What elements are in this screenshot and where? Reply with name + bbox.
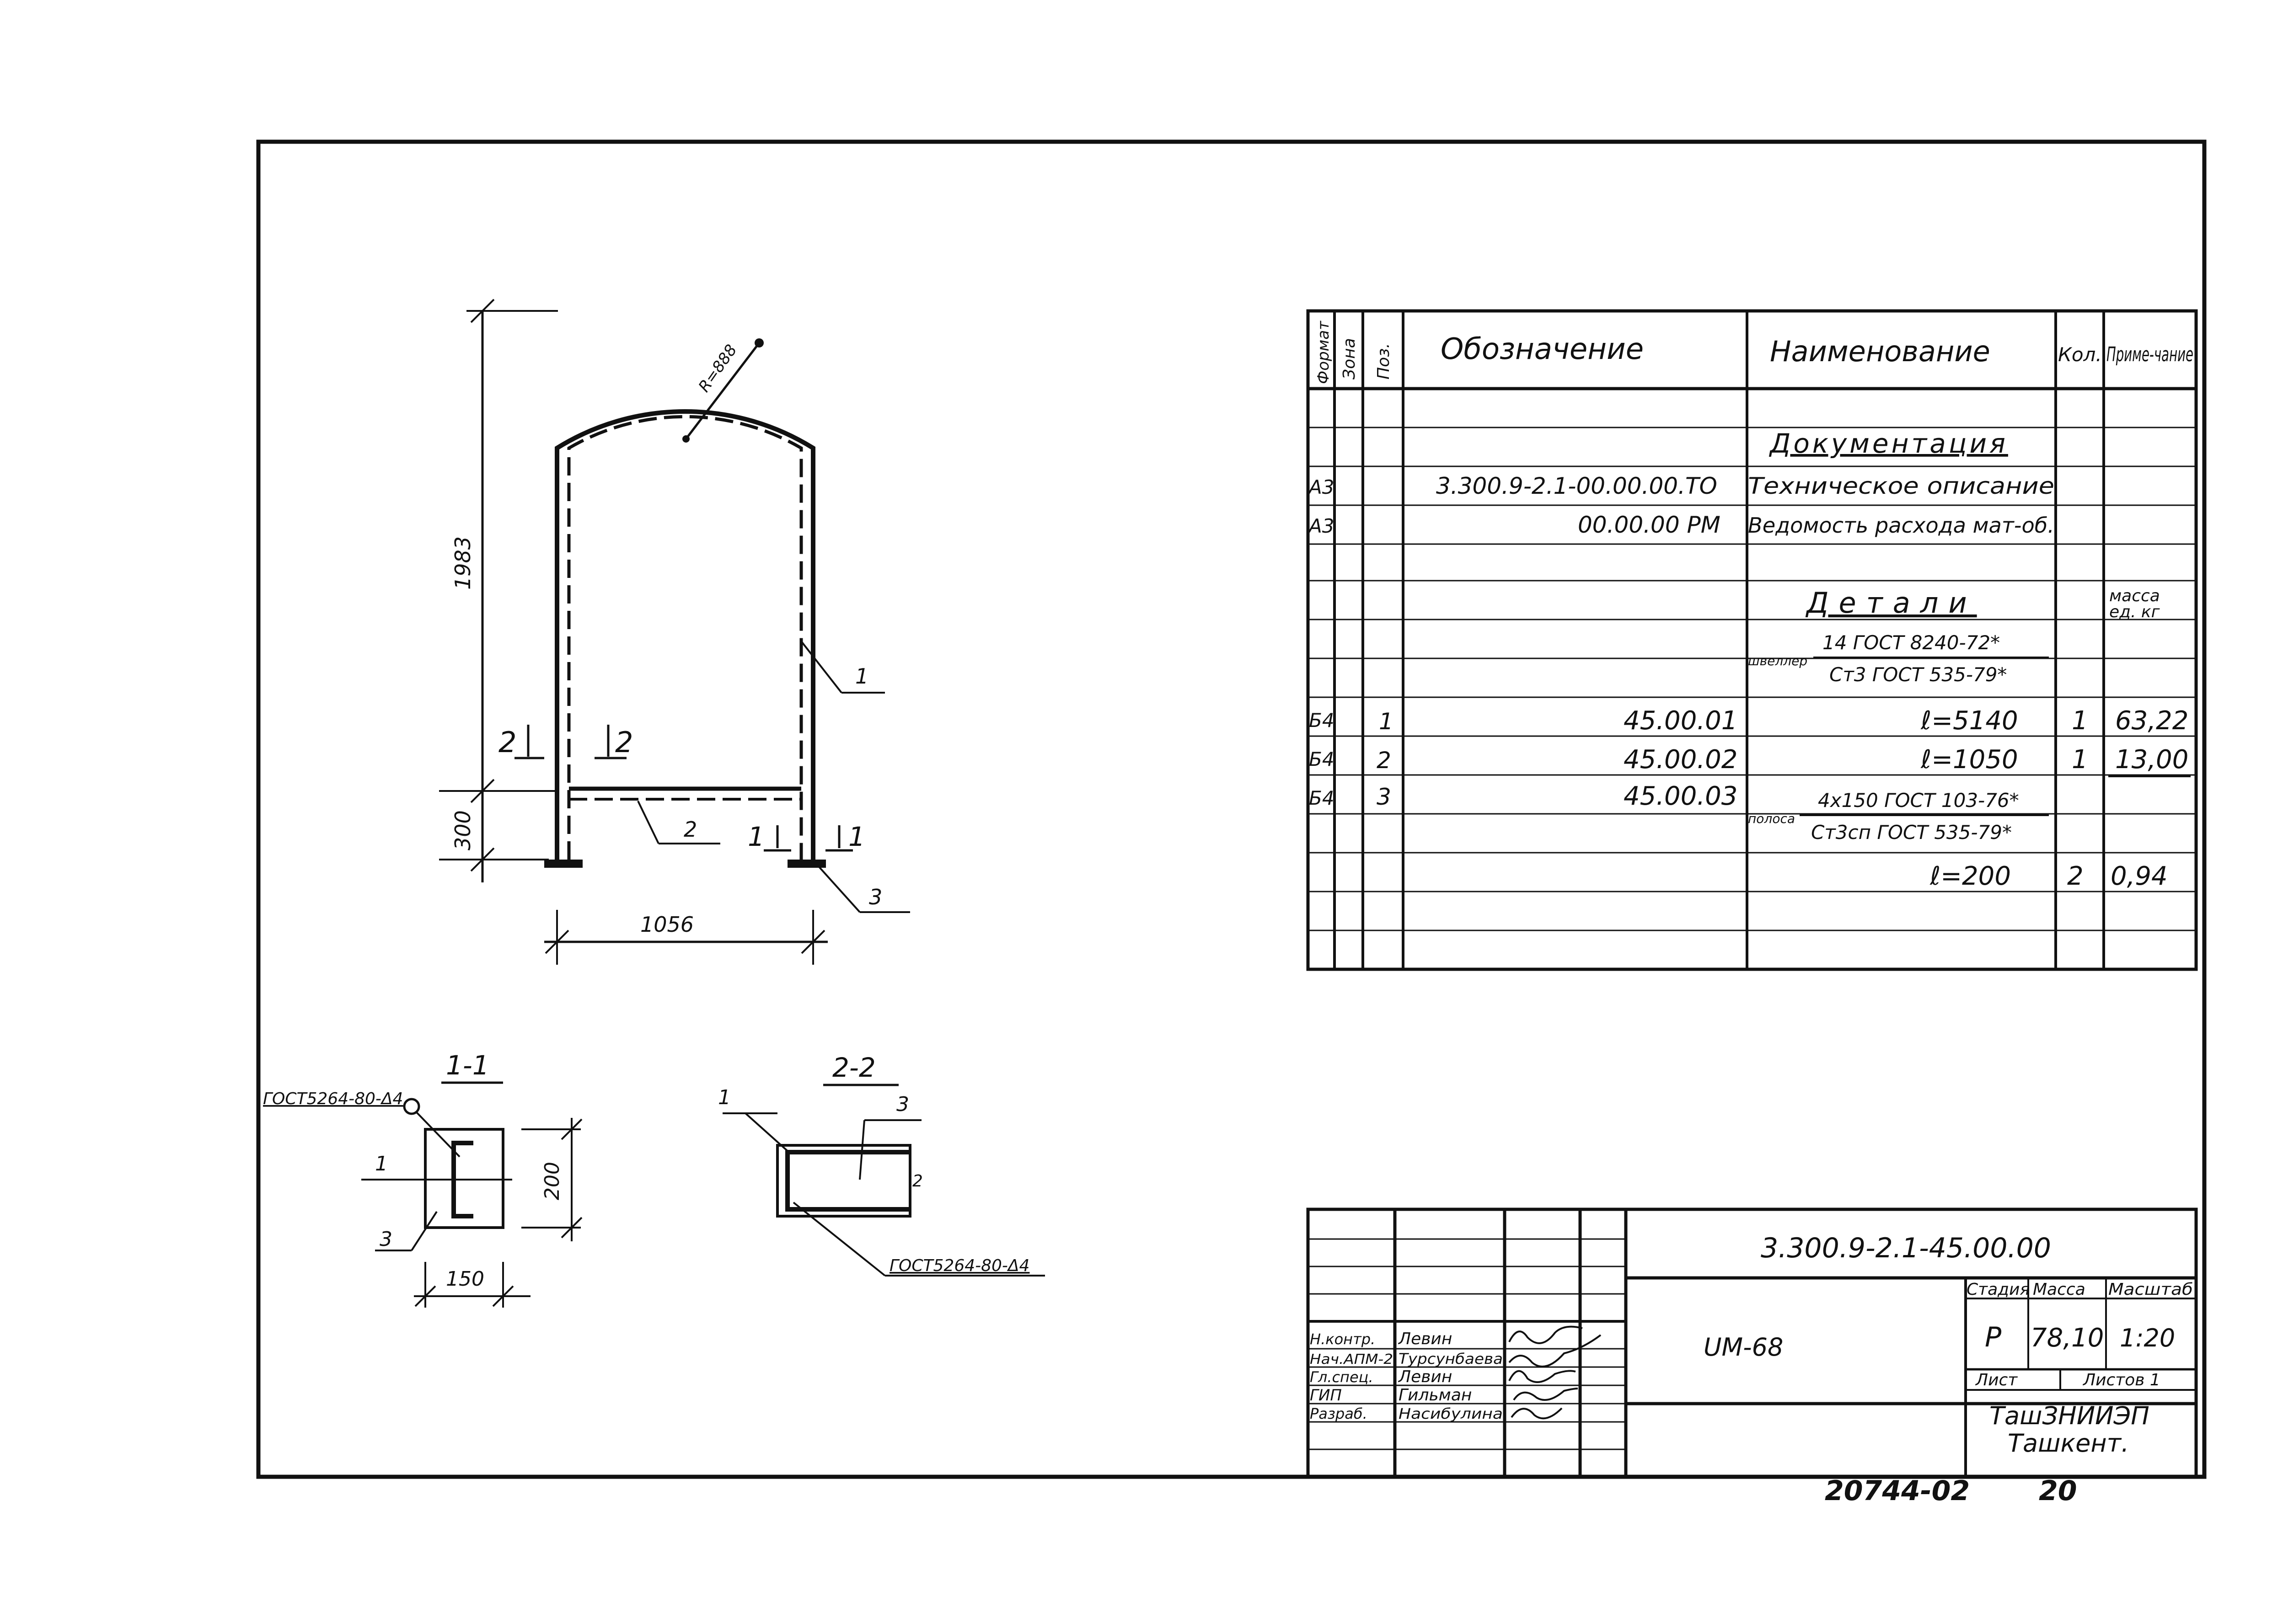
hdr-qty: Кол.: [2058, 343, 2102, 366]
doc-row-1-format: А3: [1308, 476, 1334, 498]
title-block: 3.300.9-2.1-45.00.00 UМ-68 Стадия Масса …: [1306, 1207, 2198, 1479]
pos-2-label: 2: [684, 817, 697, 842]
weld-note-1-1: ГОСТ5264-80-Δ4: [263, 1090, 403, 1108]
tb-name-2: Турсунбаева: [1399, 1350, 1503, 1368]
tb-role-5: Разраб.: [1310, 1405, 1367, 1422]
channel-bottom: Ст3 ГОСТ 535-79*: [1829, 663, 2007, 686]
tb-role-3: Гл.спец.: [1310, 1368, 1373, 1386]
radius-label: R=888: [695, 341, 741, 395]
channel-top: 14 ГОСТ 8240-72*: [1822, 631, 2000, 654]
tb-role-4: ГИП: [1310, 1386, 1342, 1405]
det-row-1-qty: 1: [2072, 706, 2088, 736]
channel-prefix: швеллер: [1748, 653, 1807, 668]
pos-1-label: 1: [855, 664, 868, 689]
section-mark-2-left: 2: [498, 726, 516, 759]
section-2-2: 2-2 1 3 2 ГОСТ5264-80-Δ4: [718, 1052, 1045, 1277]
tb-hdr-stage: Стадия: [1967, 1280, 2030, 1299]
det-row-3-designation: 45.00.03: [1624, 781, 1737, 811]
tb-stage: Р: [1985, 1321, 2002, 1353]
strip-bottom: Ст3сп ГОСТ 535-79*: [1811, 821, 2012, 844]
tb-hdr-scale: Масштаб: [2108, 1280, 2193, 1299]
strip-top: 4x150 ГОСТ 103-76*: [1818, 789, 2019, 812]
tb-name-5: Насибулина: [1399, 1405, 1503, 1422]
section-2-2-title: 2-2: [832, 1052, 876, 1083]
s11-pos-3: 3: [380, 1228, 392, 1251]
page-number: 20: [2039, 1475, 2077, 1507]
bottom-notes: 20744-02 20: [1825, 1475, 2137, 1507]
det-row-2-pos: 2: [1377, 747, 1391, 774]
s22-pos-2: 2: [912, 1172, 923, 1191]
tb-sheets: Листов 1: [2082, 1371, 2160, 1389]
section-mark-1-right: 1: [848, 821, 865, 852]
det-row-2-name: ℓ=1050: [1920, 745, 2018, 775]
sheet-frame: [256, 139, 2207, 1479]
mass-note-1: масса: [2109, 587, 2160, 605]
hdr-name: Наименование: [1770, 335, 1990, 368]
det-row-1-name: ℓ=5140: [1920, 706, 2018, 736]
hdr-note: Приме-чание: [2106, 343, 2193, 366]
tb-item: UМ-68: [1704, 1333, 1783, 1362]
tb-scale: 1:20: [2120, 1324, 2175, 1352]
det-row-1-pos: 1: [1379, 708, 1393, 735]
hdr-zone: Зона: [1340, 338, 1359, 379]
mass-note-2: ед. кг: [2109, 603, 2160, 621]
strip-prefix: полоса: [1748, 811, 1795, 826]
det-row-3-format: Б4: [1309, 787, 1334, 809]
s11-dim-width: 150: [446, 1267, 484, 1291]
inventory-number: 20744-02: [1825, 1475, 1970, 1507]
pos-3-label: 3: [869, 885, 882, 909]
arch-drawing: R=888 1983 300 1056 2 2 1 1 1: [439, 299, 910, 965]
strip-row-qty: 2: [2067, 861, 2084, 891]
section-mark-2-right: 2: [615, 726, 633, 759]
doc-row-1-name: Техническое описание: [1748, 473, 2054, 499]
tb-hdr-mass: Масса: [2033, 1280, 2085, 1299]
hdr-format: Формат: [1314, 321, 1333, 384]
weld-note-2-2: ГОСТ5264-80-Δ4: [890, 1256, 1029, 1275]
section-mark-1-left: 1: [748, 821, 765, 852]
width-dimension: 1056: [640, 912, 694, 937]
strip-row-note: 0,94: [2111, 861, 2168, 891]
height-dimension: 1983: [450, 536, 475, 590]
tb-mass: 78,10: [2031, 1323, 2104, 1353]
tb-org-2: Ташкент.: [2008, 1429, 2129, 1458]
section-1-1: 1-1 ГОСТ5264-80-Δ4 1 3 200 150: [263, 1050, 583, 1308]
s11-pos-1: 1: [375, 1152, 388, 1175]
hdr-pos: Поз.: [1374, 343, 1393, 379]
hdr-designation: Обозначение: [1441, 332, 1644, 366]
tb-role-1: Н.контр.: [1310, 1330, 1375, 1348]
s11-dim-height: 200: [541, 1162, 564, 1200]
doc-section-title: Документация: [1769, 428, 2008, 459]
det-row-1-format: Б4: [1309, 709, 1334, 732]
tb-role-2: Нач.АПМ-2: [1310, 1352, 1393, 1368]
det-row-3-pos: 3: [1377, 784, 1391, 810]
tb-sheet: Лист: [1975, 1371, 2018, 1389]
doc-row-2-designation: 00.00.00 РМ: [1578, 512, 1720, 538]
base-height-dimension: 300: [450, 810, 475, 850]
tb-code: 3.300.9-2.1-45.00.00: [1761, 1232, 2051, 1264]
tb-name-1: Левин: [1398, 1330, 1452, 1348]
tb-org-1: ТашЗНИИЭП: [1989, 1401, 2149, 1430]
det-row-2-qty: 1: [2072, 745, 2088, 775]
det-row-2-format: Б4: [1309, 748, 1334, 770]
det-row-1-designation: 45.00.01: [1624, 706, 1737, 736]
signatures: [1508, 1325, 1602, 1420]
details-section-title: Детали: [1805, 586, 1977, 620]
det-row-1-note: 63,22: [2115, 706, 2188, 736]
tb-name-3: Левин: [1398, 1368, 1452, 1386]
strip-row-name: ℓ=200: [1929, 861, 2011, 891]
s22-pos-3: 3: [896, 1093, 909, 1116]
det-row-2-note: 13,00: [2115, 745, 2188, 775]
section-1-1-title: 1-1: [446, 1050, 489, 1081]
doc-row-2-name: Ведомость расхода мат-об.: [1748, 513, 2054, 538]
doc-row-1-designation: 3.300.9-2.1-00.00.00.ТО: [1436, 473, 1717, 499]
s22-pos-1: 1: [718, 1086, 731, 1109]
tb-name-4: Гильман: [1399, 1386, 1472, 1405]
doc-row-2-format: А3: [1308, 515, 1334, 537]
det-row-2-designation: 45.00.02: [1624, 745, 1737, 775]
specification-table: Формат Зона Поз. Обозначение Наименовани…: [1306, 309, 2198, 971]
